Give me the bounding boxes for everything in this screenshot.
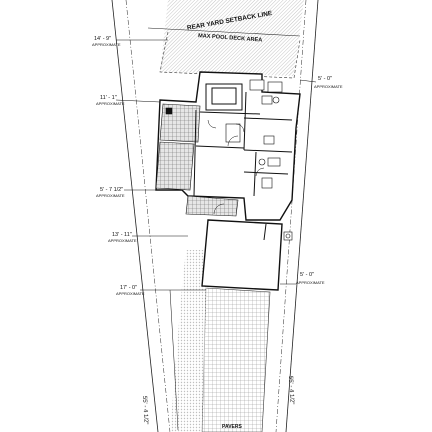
rear-setback-hatch: [160, 0, 304, 76]
dim-side-left: 55' - 4 1/2": [141, 396, 148, 425]
dim-bottom-left: 17' - 0": [120, 285, 137, 291]
pavers-label: PAVERS: [222, 424, 242, 430]
dim-top-left-approx: APPROXIMATE: [92, 42, 121, 47]
dim-top-right-approx: APPROXIMATE: [314, 84, 343, 89]
dim-lower-left: 13' - 11": [112, 232, 132, 238]
dim-bottom-right: 5' - 0": [300, 272, 314, 278]
dim-bottom-right-approx: APPROXIMATE: [296, 280, 325, 285]
interior-walls: [193, 83, 293, 241]
rear-setback-line: [147, 27, 301, 37]
dim-lower-left-approx: APPROXIMATE: [108, 238, 137, 243]
fixtures: [165, 79, 293, 241]
dim-top-left: 14' - 9": [94, 36, 111, 42]
front-lawn-dotted: [170, 250, 208, 432]
dim-mid-left: 5' - 7 1/2": [100, 187, 123, 193]
max-pool-deck-label: MAX POOL DECK AREA: [198, 33, 263, 43]
door-swings: [207, 119, 265, 215]
dim-side-right: 55' - 4 1/2": [287, 376, 294, 405]
dim-upper-left: 11' - 1": [100, 95, 117, 101]
dim-bottom-left-approx: APPROXIMATE: [116, 291, 145, 296]
property-lines: [111, 0, 319, 432]
dim-upper-left-approx: APPROXIMATE: [96, 101, 125, 106]
front-porch-tile: [185, 195, 239, 217]
dim-top-right: 5' - 0": [318, 76, 332, 82]
dim-mid-left-approx: APPROXIMATE: [96, 193, 125, 198]
driveway-pavers: [201, 287, 271, 432]
entry-tile: [155, 141, 195, 191]
dimension-lines: [115, 39, 317, 431]
